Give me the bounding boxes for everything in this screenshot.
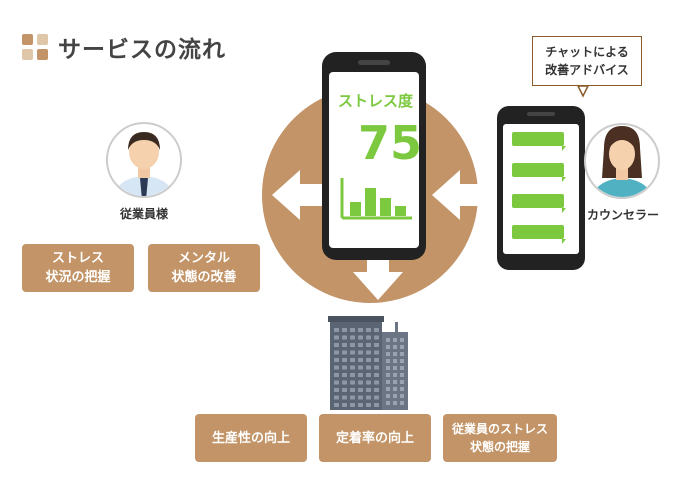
chat-message <box>512 163 564 177</box>
benefit-box-employee-stress: 従業員のストレス 状態の把握 <box>443 414 557 462</box>
benefit-box-stress-status: ストレス 状況の把握 <box>22 244 134 292</box>
chart-bar <box>395 206 406 216</box>
chat-message <box>512 225 564 239</box>
advice-speech-bubble: チャットによる 改善アドバイス <box>532 36 642 86</box>
counselor-label: カウンセラー <box>586 208 659 222</box>
speech-bubble-tail <box>576 85 590 98</box>
arrow-from-counselor-icon <box>432 170 495 220</box>
chat-message <box>512 132 564 146</box>
chart-bar <box>380 198 391 216</box>
bar-chart-icon <box>340 178 412 220</box>
section-header: サービスの流れ <box>22 30 226 64</box>
chart-bar <box>350 202 361 216</box>
employee-label: 従業員様 <box>119 207 168 221</box>
stress-value: 75 <box>358 116 423 170</box>
female-counselor-avatar-icon <box>584 123 660 199</box>
four-square-logo-icon <box>22 34 48 60</box>
stress-label: ストレス度 <box>338 92 414 110</box>
male-employee-avatar-icon <box>106 122 182 198</box>
benefit-box-mental-improvement: メンタル 状態の改善 <box>148 244 260 292</box>
page-title: サービスの流れ <box>58 37 226 63</box>
chat-message <box>512 194 564 208</box>
arrow-left-icon <box>272 170 335 220</box>
counselor-phone <box>497 106 585 270</box>
benefit-box-productivity: 生産性の向上 <box>195 414 307 462</box>
benefit-box-retention: 定着率の向上 <box>319 414 431 462</box>
arrow-down-icon <box>353 242 403 300</box>
office-building-icon <box>328 316 408 410</box>
chart-bar <box>365 188 376 216</box>
